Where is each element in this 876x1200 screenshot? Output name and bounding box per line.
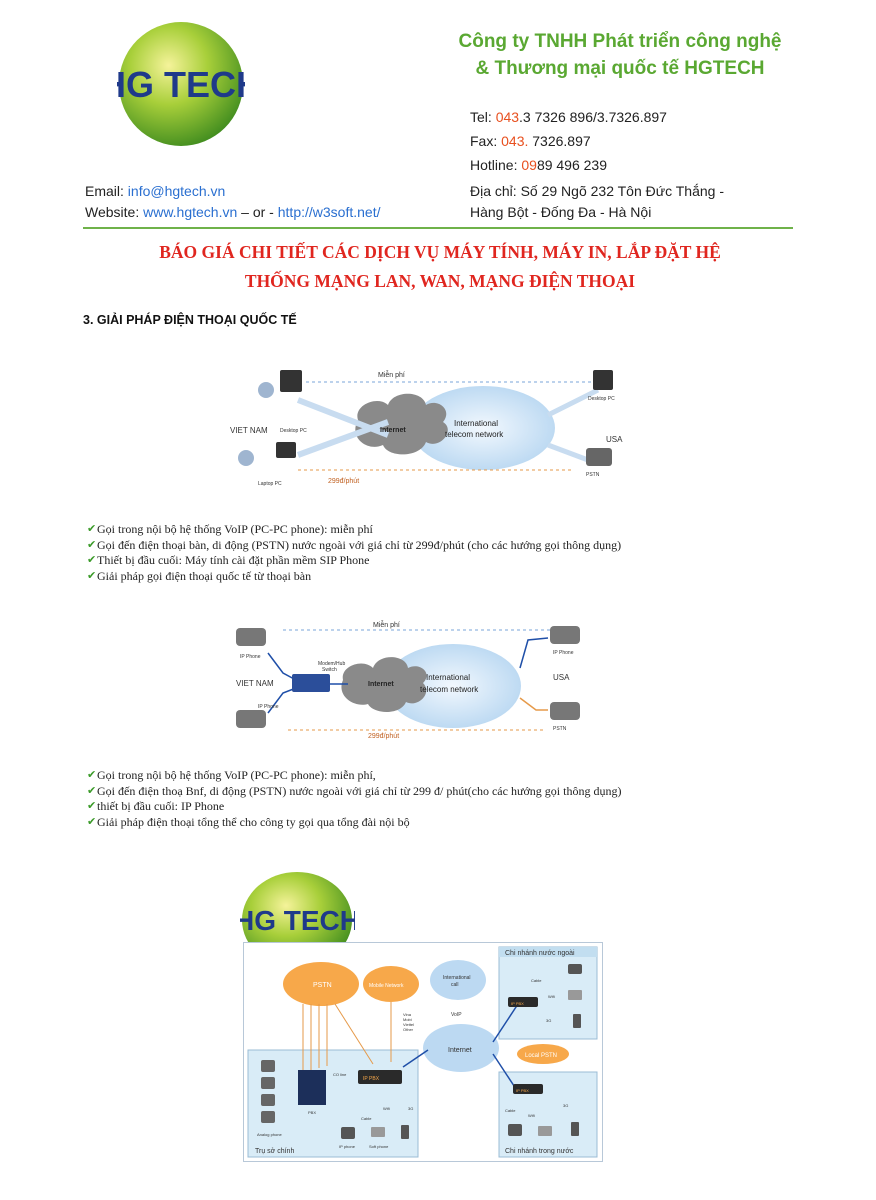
svg-text:Vina: Vina xyxy=(403,1012,412,1017)
diagram-pc-to-phone: Miễn phí 299đ/phút VIET NAM USA Desktop … xyxy=(228,360,628,490)
header-divider xyxy=(83,227,793,229)
svg-text:IP PBX: IP PBX xyxy=(511,1001,524,1006)
website-line: Website: www.hgtech.vn – or - http://w3s… xyxy=(85,204,381,220)
svg-text:3G: 3G xyxy=(408,1106,413,1111)
svg-text:IP Phone: IP Phone xyxy=(240,654,261,660)
svg-text:International: International xyxy=(443,975,471,981)
svg-text:Viettel: Viettel xyxy=(403,1022,414,1027)
svg-text:Laptop PC: Laptop PC xyxy=(258,481,282,487)
svg-text:IP Phone: IP Phone xyxy=(258,704,279,710)
svg-text:Wifi: Wifi xyxy=(383,1106,390,1111)
list-item: ✔Gọi đến điện thoạ Bnf, di động (PSTN) n… xyxy=(87,783,622,798)
document-title: BÁO GIÁ CHI TIẾT CÁC DỊCH VỤ MÁY TÍNH, M… xyxy=(159,242,721,291)
svg-text:CO line: CO line xyxy=(333,1072,347,1077)
list-item: ✔Thiết bị đầu cuối: Máy tính cài đặt phầ… xyxy=(87,553,370,567)
check-icon: ✔ xyxy=(87,800,97,812)
company-logo: HG TECH xyxy=(100,20,262,148)
svg-text:PSTN: PSTN xyxy=(553,726,567,732)
svg-text:IP phone: IP phone xyxy=(339,1144,356,1149)
svg-text:Desktop PC: Desktop PC xyxy=(588,396,615,402)
list-item: ✔Giải pháp gọi điện thoại quốc tế từ tho… xyxy=(87,568,312,583)
free-label: Miễn phí xyxy=(378,370,405,379)
svg-text:IP PBX: IP PBX xyxy=(516,1088,529,1093)
svg-text:Mobile Network: Mobile Network xyxy=(369,983,404,989)
svg-text:IP Phone: IP Phone xyxy=(553,650,574,656)
svg-text:Wifi: Wifi xyxy=(528,1113,535,1118)
svg-text:PSTN: PSTN xyxy=(586,472,600,478)
svg-text:telecom network: telecom network xyxy=(445,430,504,439)
svg-text:VoIP: VoIP xyxy=(451,1012,462,1018)
svg-text:Modem/Hub: Modem/Hub xyxy=(318,661,345,667)
tel-line: Tel: 043.3 7326 896/3.7326.897 xyxy=(470,109,667,125)
check-icon: ✔ xyxy=(87,523,97,535)
company-line1: Công ty TNHH Phát triển công nghệ xyxy=(458,31,782,52)
svg-text:Chi nhánh trong nước: Chi nhánh trong nước xyxy=(505,1148,574,1155)
svg-text:VIET NAM: VIET NAM xyxy=(236,679,274,688)
svg-text:3G: 3G xyxy=(563,1103,568,1108)
hotline-line: Hotline: 0989 496 239 xyxy=(470,157,608,173)
website-link-2[interactable]: http://w3soft.net/ xyxy=(277,204,381,220)
svg-text:call: call xyxy=(451,982,459,988)
check-icon: ✔ xyxy=(87,815,97,828)
svg-text:Desktop PC: Desktop PC xyxy=(280,428,307,434)
svg-text:Local PSTN: Local PSTN xyxy=(525,1053,557,1059)
svg-text:Other: Other xyxy=(403,1027,414,1032)
price-label: 299đ/phút xyxy=(328,478,359,485)
list-item: ✔Gọi trong nội bộ hệ thống VoIP (PC-PC p… xyxy=(87,522,373,536)
logo-text: HG TECH xyxy=(117,64,245,105)
check-icon: ✔ xyxy=(87,554,97,566)
svg-text:HG TECH: HG TECH xyxy=(240,905,355,936)
svg-text:Mobi: Mobi xyxy=(403,1017,412,1022)
svg-text:Miễn phí: Miễn phí xyxy=(373,620,400,629)
usa-label: USA xyxy=(606,435,623,444)
check-icon: ✔ xyxy=(87,769,97,781)
bullet-list-2: ✔Gọi trong nội bộ hệ thống VoIP (PC-PC p… xyxy=(87,768,667,830)
fax-line: Fax: 043. 7326.897 xyxy=(470,133,591,149)
svg-text:Switch: Switch xyxy=(322,667,337,673)
svg-text:IP PBX: IP PBX xyxy=(363,1076,380,1082)
diagram-company-network: Chi nhánh nước ngoài Chi nhánh trong nướ… xyxy=(243,942,603,1162)
svg-text:PSTN: PSTN xyxy=(313,982,332,989)
email-link[interactable]: info@hgtech.vn xyxy=(127,183,226,199)
website-link-1[interactable]: www.hgtech.vn xyxy=(143,204,238,220)
svg-text:Soft phone: Soft phone xyxy=(369,1144,389,1149)
svg-text:Chi nhánh nước ngoài: Chi nhánh nước ngoài xyxy=(505,950,575,957)
address: Địa chỉ: Số 29 Ngõ 232 Tôn Đức Thắng - H… xyxy=(470,183,724,220)
list-item: ✔thiết bị đầu cuối: IP Phone xyxy=(87,799,225,813)
check-icon: ✔ xyxy=(87,784,97,797)
svg-text:3G: 3G xyxy=(546,1018,551,1023)
check-icon: ✔ xyxy=(87,569,97,582)
phone-contacts: Tel: 043.3 7326 896/3.7326.897 Fax: 043.… xyxy=(470,105,667,177)
svg-text:telecom network: telecom network xyxy=(420,685,479,694)
email-line: Email: info@hgtech.vn xyxy=(85,183,226,199)
check-icon: ✔ xyxy=(87,538,97,551)
svg-text:Cable: Cable xyxy=(531,978,542,983)
company-line2: & Thương mại quốc tế HGTECH xyxy=(475,58,765,79)
list-item: ✔Gọi trong nội bộ hệ thống VoIP (PC-PC p… xyxy=(87,768,376,782)
svg-text:Trụ sở chính: Trụ sở chính xyxy=(255,1147,294,1155)
web-contacts: Email: info@hgtech.vn Website: www.hgtec… xyxy=(85,181,380,223)
svg-text:Cable: Cable xyxy=(505,1108,516,1113)
svg-text:Analog phone: Analog phone xyxy=(257,1132,282,1137)
svg-text:299đ/phút: 299đ/phút xyxy=(368,733,399,740)
svg-text:PBX: PBX xyxy=(308,1110,316,1115)
bullet-list-1: ✔Gọi trong nội bộ hệ thống VoIP (PC-PC p… xyxy=(87,522,667,584)
list-item: ✔Gọi đến điện thoại bàn, di động (PSTN) … xyxy=(87,537,622,552)
svg-text:Cable: Cable xyxy=(361,1116,372,1121)
diagram-ip-phone: Miễn phí 299đ/phút VIET NAM USA IP Phone… xyxy=(228,618,588,740)
svg-text:Wifi: Wifi xyxy=(548,994,555,999)
svg-text:International: International xyxy=(426,673,470,682)
svg-text:International: International xyxy=(454,419,498,428)
company-name: Công ty TNHH Phát triển công nghệ & Thươ… xyxy=(420,28,820,82)
list-item: ✔Giải pháp điện thoại tổng thể cho công … xyxy=(87,814,410,829)
svg-text:Internet: Internet xyxy=(368,681,394,688)
svg-text:Internet: Internet xyxy=(448,1047,472,1054)
svg-text:USA: USA xyxy=(553,673,570,682)
section-title: 3. GIẢI PHÁP ĐIỆN THOẠI QUỐC TẾ xyxy=(83,313,297,327)
svg-text:Internet: Internet xyxy=(380,427,406,434)
vietnam-label: VIET NAM xyxy=(230,426,268,435)
